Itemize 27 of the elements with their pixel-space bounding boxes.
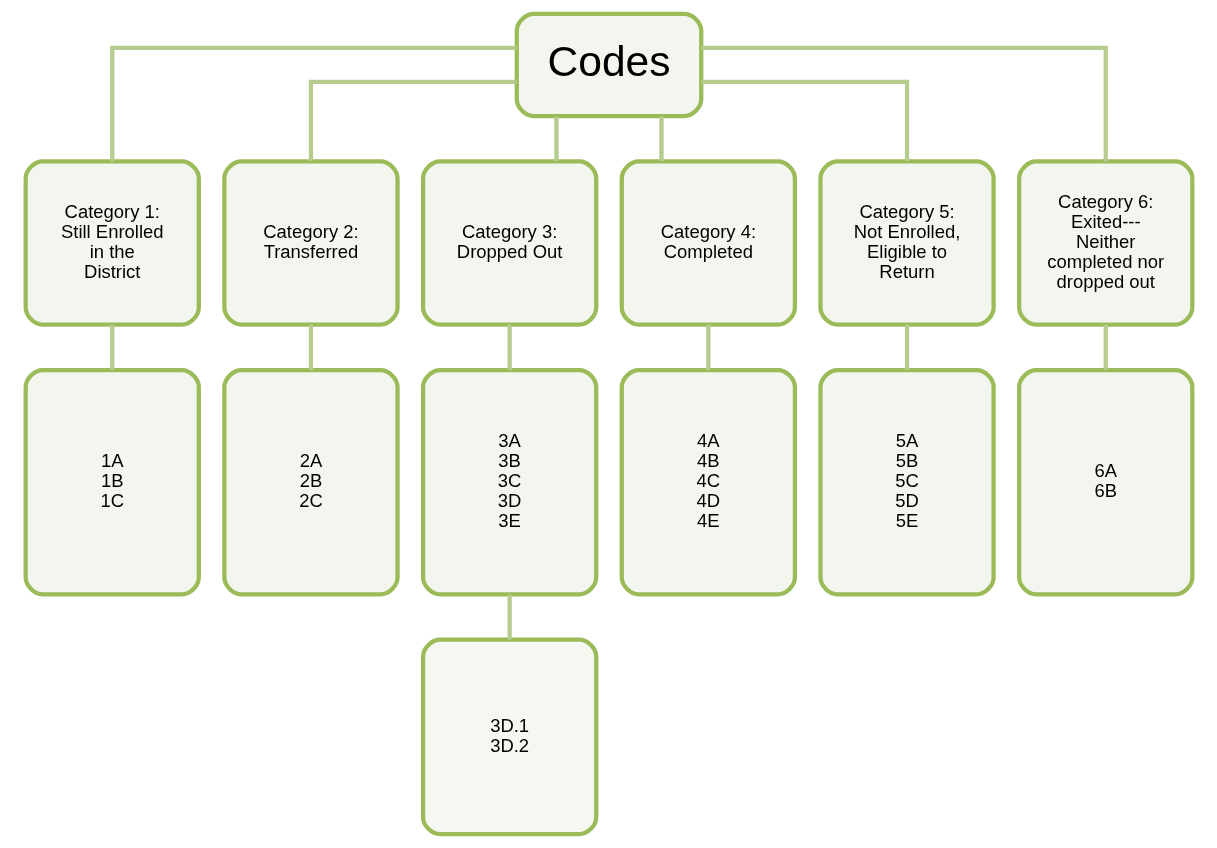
connector [904, 324, 909, 371]
node-box: Category 2: Transferred [221, 159, 400, 327]
node-box: Category 6: Exited---Neither completed nor dropped out [1016, 159, 1194, 327]
connector [109, 324, 114, 371]
connector [705, 324, 710, 371]
connector [507, 594, 512, 640]
connector [1103, 324, 1108, 371]
connector [553, 116, 559, 162]
node-box: Category 4: Completed [619, 159, 797, 327]
node-box: 3D.1 3D.2 [420, 637, 598, 837]
connector [308, 79, 517, 162]
node-box: 1A 1B 1C [23, 367, 201, 597]
node-box: 6A 6B [1016, 367, 1194, 597]
node-box: 2A 2B 2C [221, 367, 400, 597]
node-box: Codes [514, 11, 703, 119]
connector [658, 116, 664, 162]
connector [507, 324, 512, 371]
node-box: 4A 4B 4C 4D 4E [619, 367, 797, 597]
connector [308, 324, 313, 371]
node-box: Category 1: Still Enrolled in the District [23, 159, 201, 327]
connector [700, 79, 909, 162]
connector [700, 45, 1108, 162]
connector [109, 45, 517, 162]
node-box: Category 3: Dropped Out [420, 159, 598, 327]
node-box: 3A 3B 3C 3D 3E [420, 367, 598, 597]
node-box: 5A 5B 5C 5D 5E [817, 367, 996, 597]
node-box: Category 5: Not Enrolled, Eligible to Return [817, 159, 996, 327]
